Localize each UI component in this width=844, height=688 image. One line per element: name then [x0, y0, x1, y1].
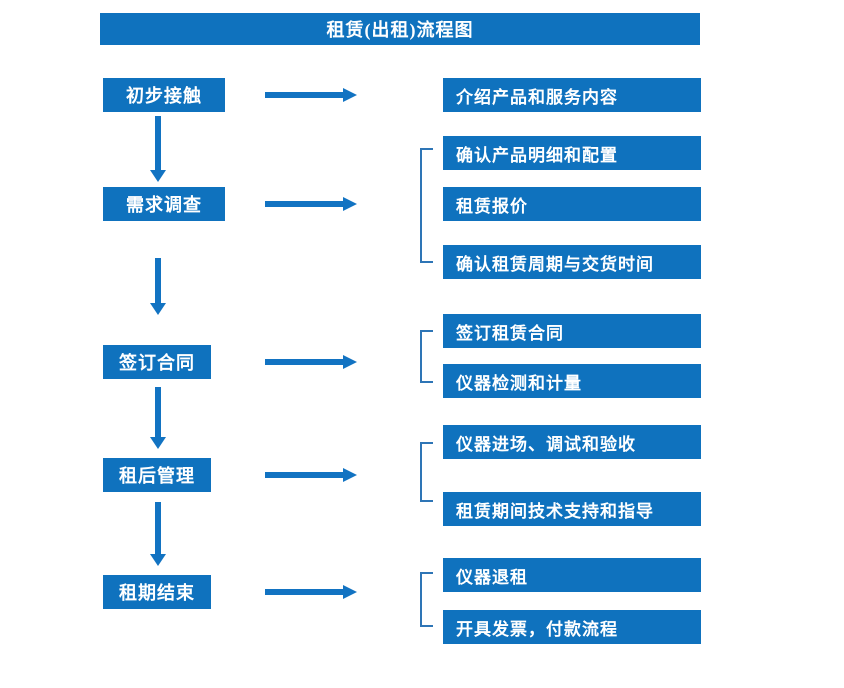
arrow-head [150, 554, 166, 566]
arrow-head [343, 197, 357, 211]
step-box-rental-end: 租期结束 [103, 575, 211, 609]
flow-arrow-down-icon [150, 387, 166, 449]
group-bracket [420, 330, 433, 383]
detail-box: 确认产品明细和配置 [443, 136, 701, 170]
flow-arrow-right-icon [265, 355, 357, 369]
step-box-initial-contact: 初步接触 [103, 78, 225, 112]
detail-box: 仪器退租 [443, 558, 701, 592]
group-bracket [420, 442, 433, 502]
flow-arrow-right-icon [265, 88, 357, 102]
flow-arrow-right-icon [265, 585, 357, 599]
arrow-head [150, 437, 166, 449]
arrow-shaft [265, 472, 343, 478]
arrow-head [343, 355, 357, 369]
detail-box: 介绍产品和服务内容 [443, 78, 701, 112]
step-box-post-rental-management: 租后管理 [103, 458, 211, 492]
group-bracket [420, 572, 433, 627]
detail-box: 开具发票，付款流程 [443, 610, 701, 644]
arrow-shaft [265, 589, 343, 595]
step-box-sign-contract: 签订合同 [103, 345, 211, 379]
flow-arrow-right-icon [265, 197, 357, 211]
flow-arrow-down-icon [150, 116, 166, 182]
arrow-shaft [265, 359, 343, 365]
arrow-shaft [155, 116, 161, 171]
arrow-head [343, 88, 357, 102]
arrow-shaft [155, 502, 161, 555]
detail-box: 租赁期间技术支持和指导 [443, 492, 701, 526]
group-bracket [420, 148, 433, 263]
flow-arrow-right-icon [265, 468, 357, 482]
arrow-head [343, 585, 357, 599]
detail-box: 仪器进场、调试和验收 [443, 425, 701, 459]
step-box-demand-survey: 需求调查 [103, 187, 225, 221]
arrow-head [343, 468, 357, 482]
detail-box: 签订租赁合同 [443, 314, 701, 348]
detail-box: 仪器检测和计量 [443, 364, 701, 398]
arrow-head [150, 170, 166, 182]
flow-arrow-down-icon [150, 502, 166, 566]
arrow-shaft [265, 92, 343, 98]
flow-arrow-down-icon [150, 258, 166, 315]
arrow-head [150, 303, 166, 315]
arrow-shaft [155, 258, 161, 304]
detail-box: 租赁报价 [443, 187, 701, 221]
arrow-shaft [155, 387, 161, 438]
detail-box: 确认租赁周期与交货时间 [443, 245, 701, 279]
arrow-shaft [265, 201, 343, 207]
page-title: 租赁(出租)流程图 [100, 13, 700, 45]
